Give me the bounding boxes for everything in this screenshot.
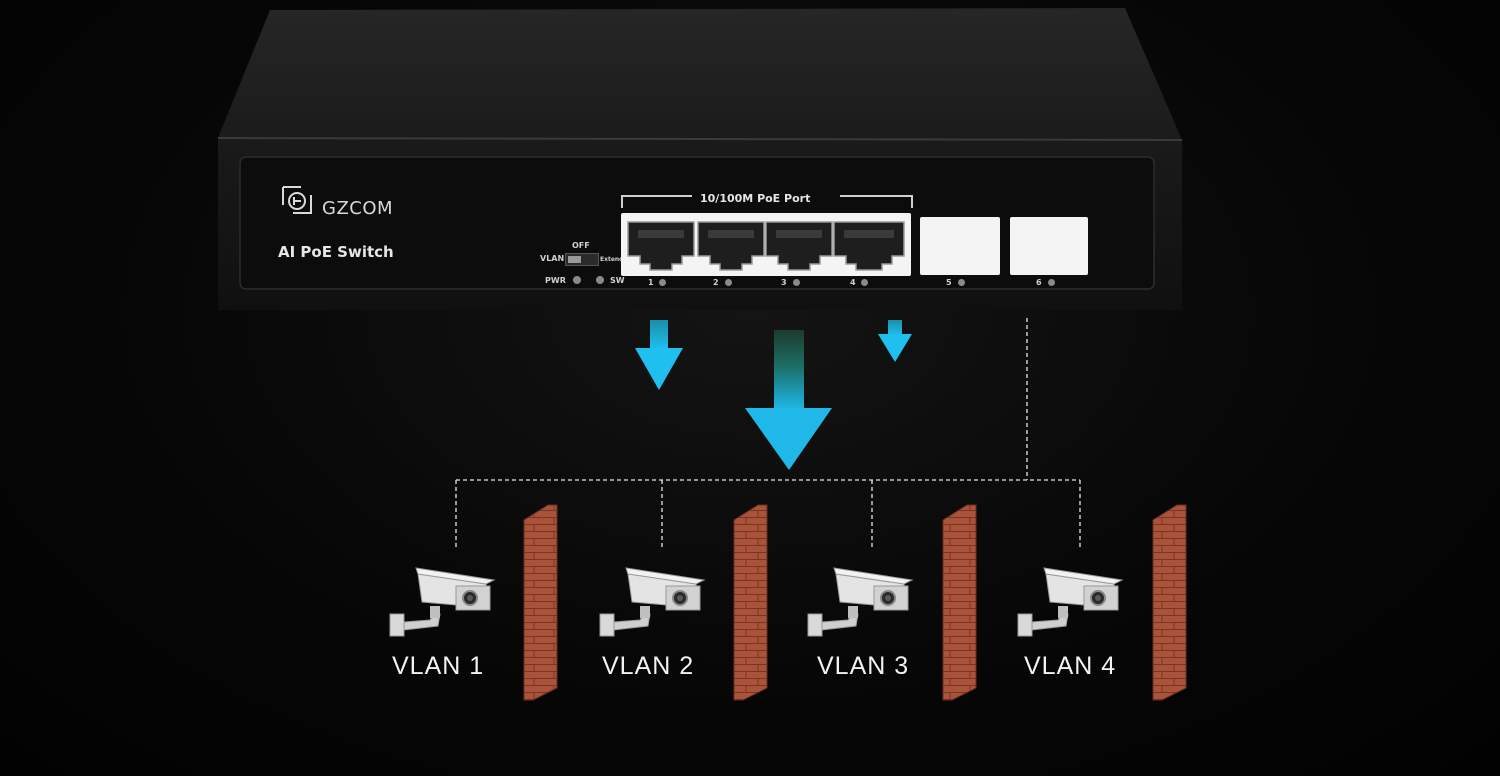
vlan-dip-switch[interactable] — [565, 253, 599, 266]
vlan-connection-lines — [455, 318, 1081, 550]
port-2-led — [725, 279, 732, 286]
sw-led — [596, 276, 604, 284]
port-contacts — [844, 230, 894, 238]
port-contacts — [776, 230, 822, 238]
pwr-led — [573, 276, 581, 284]
port-contacts — [638, 230, 684, 238]
switch-off-label: OFF — [572, 241, 590, 250]
security-camera-icon — [807, 567, 913, 637]
brick-wall-icon — [942, 504, 977, 701]
port-6-led — [1048, 279, 1055, 286]
brick-wall-icon — [1152, 504, 1187, 701]
vlan-2-label: VLAN 2 — [602, 652, 695, 680]
brick-wall-icon — [733, 504, 768, 701]
port-3-led — [793, 279, 800, 286]
port-5-led — [958, 279, 965, 286]
switch-top-face — [218, 8, 1182, 140]
brand-name: GZCOM — [322, 198, 394, 219]
brick-wall-icon — [523, 504, 558, 701]
switch-extend-label: Extend — [600, 256, 624, 263]
security-camera-icon — [389, 567, 495, 637]
security-camera-icon — [599, 567, 705, 637]
port-1-number: 1 — [648, 278, 654, 287]
port-6-number: 6 — [1036, 278, 1042, 287]
vlan-1-label: VLAN 1 — [392, 652, 485, 680]
poe-port-bracket — [621, 195, 913, 208]
vlan-4-label: VLAN 4 — [1024, 652, 1117, 680]
port-4-led — [861, 279, 868, 286]
port-5-number: 5 — [946, 278, 952, 287]
port-3-number: 3 — [781, 278, 787, 287]
switch-vlan-label: VLAN — [540, 254, 565, 263]
poe-port-title: 10/100M PoE Port — [700, 192, 811, 205]
pwr-label: PWR — [545, 276, 566, 285]
port-contacts — [708, 230, 754, 238]
port-2-number: 2 — [713, 278, 719, 287]
arrow-down-large-icon — [745, 330, 832, 470]
vlan-3-label: VLAN 3 — [817, 652, 910, 680]
gzcom-logo-icon — [282, 186, 312, 214]
security-camera-icon — [1017, 567, 1123, 637]
sw-label: SW — [610, 276, 625, 285]
arrow-down-small-icon — [878, 320, 912, 362]
port-1-led — [659, 279, 666, 286]
arrow-down-icon — [635, 320, 683, 390]
model-name: AI PoE Switch — [278, 243, 394, 261]
switch-knob — [568, 256, 581, 263]
port-4-number: 4 — [850, 278, 856, 287]
